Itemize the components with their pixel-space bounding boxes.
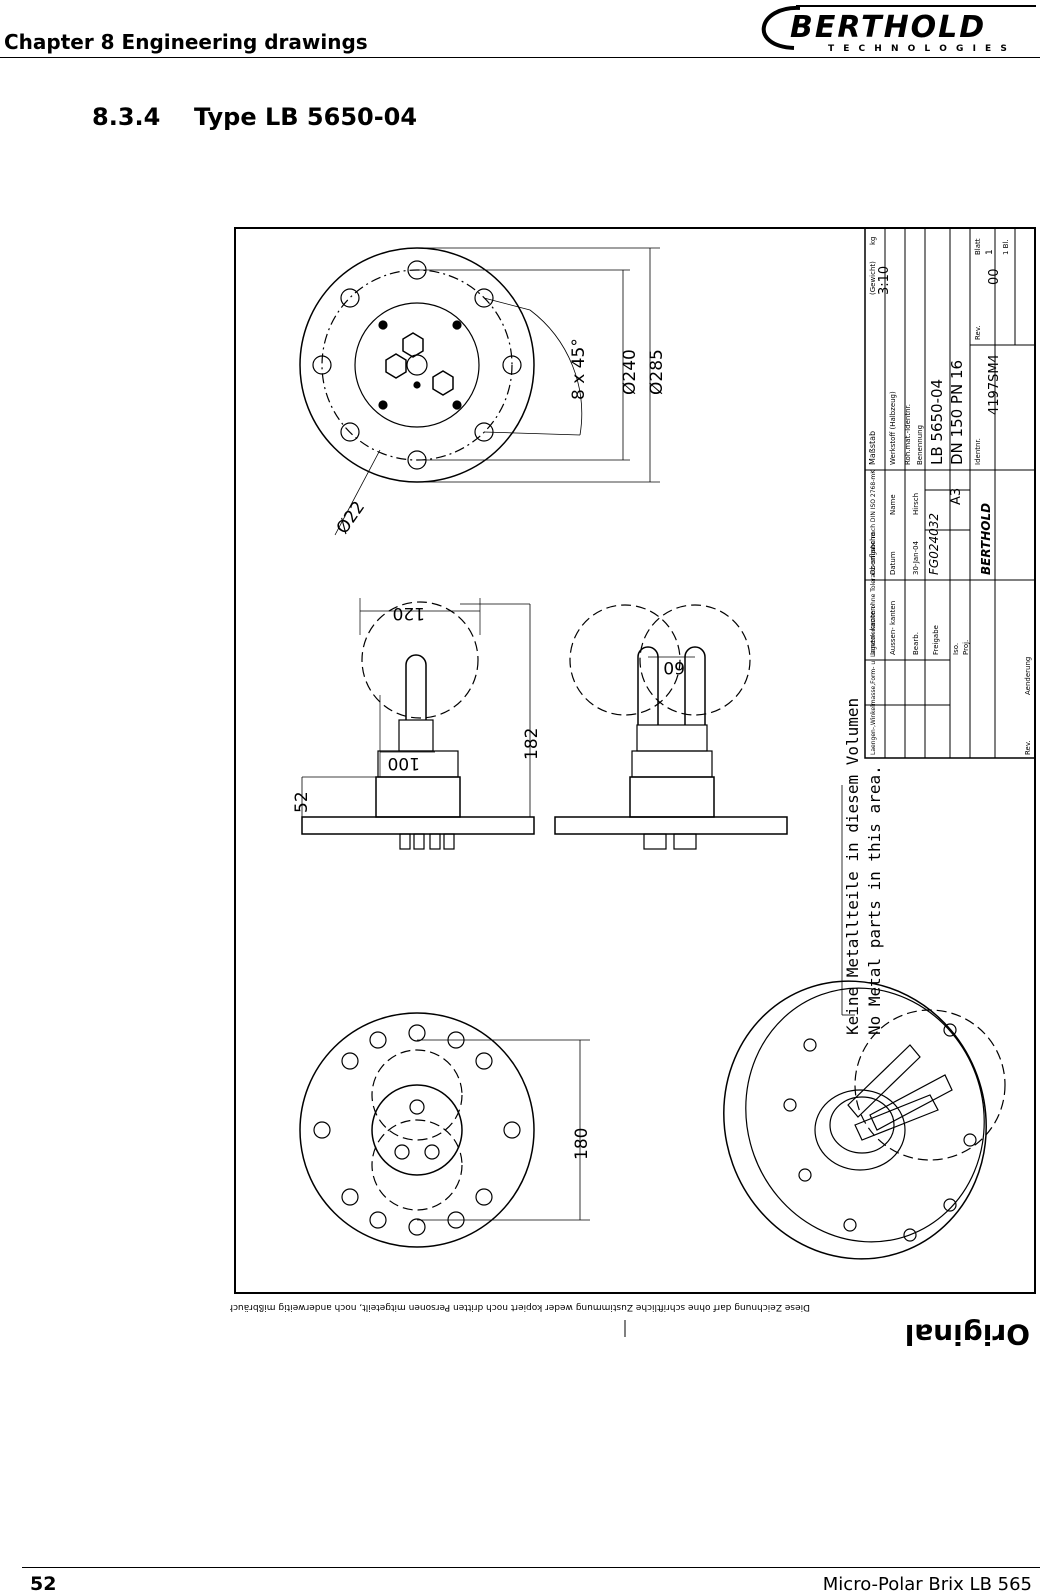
tb-drawn-label: Bearb. [912, 632, 920, 655]
dim-bolt-pattern: 8 x 45° [569, 338, 589, 400]
isometric-view [723, 980, 1006, 1260]
tb-flange: DN 150 PN 16 [948, 360, 966, 465]
logo-sub-text: T E C H N O L O G I E S [828, 44, 1010, 54]
section-title: Type LB 5650-04 [194, 103, 418, 131]
logo-main-text: BERTHOLD [790, 10, 986, 45]
tb-product: LB 5650-04 [928, 379, 946, 465]
dim-w120: 120 [393, 603, 425, 623]
tb-sheets: 1 Bl. [1002, 239, 1010, 255]
section-number: 8.3.4 [92, 103, 161, 131]
tb-iso-label: Iso. [952, 643, 960, 655]
tb-rev: 00 [987, 268, 1002, 285]
tb-drawn-name: Hirsch [912, 493, 920, 515]
copyright-note: Diese Zeichnung darf ohne schriftliche Z… [230, 1302, 810, 1312]
tb-tolerance-note: Laengen-,Winkelmasse,Form- u. Lagetolera… [870, 469, 877, 755]
note-german: Keine Metallteile in diesem Volumen [843, 698, 862, 1035]
bolt-holes-bottom [313, 1024, 521, 1236]
dim-d285: Ø285 [647, 349, 667, 395]
tb-scale: 3:10 [877, 266, 892, 295]
berthold-logo: BERTHOLD T E C H N O L O G I E S [761, 5, 1036, 54]
side-view-left: 120 100 182 52 [292, 598, 542, 850]
bolt-holes-top [312, 260, 522, 470]
tb-drawn-date: 30-Jan-04 [912, 540, 920, 575]
flange-bottom-view: 180 [299, 1012, 592, 1248]
footer-doc-title: Micro-Polar Brix LB 565 [822, 1574, 1032, 1595]
dim-w60: 60 [663, 657, 685, 677]
section-heading: 8.3.4 Type LB 5650-04 [92, 103, 417, 131]
tb-weight-unit: kg [869, 237, 877, 246]
dim-w100: 100 [388, 753, 420, 773]
tb-change-label: Aenderung [1024, 657, 1032, 695]
tb-weight-label: (Gewicht) [869, 261, 877, 295]
tb-release-label: Freigabe [932, 625, 940, 655]
tb-ident-label: Identnr. [974, 438, 982, 465]
tb-ident: 4197SM4 [987, 354, 1002, 415]
dim-d22: Ø22 [333, 498, 369, 538]
dim-d240: Ø240 [620, 349, 640, 395]
tb-inner-edges: Innen- kanten [869, 606, 877, 655]
tb-rev-col: Rev. [1024, 740, 1032, 755]
tb-outer-edges: Aussen- kanten [889, 601, 897, 655]
dim-h182: 182 [522, 728, 542, 760]
footer-rule [22, 1567, 1040, 1568]
tb-sheet: 1 [985, 249, 995, 255]
header-rule [0, 57, 1040, 58]
dim-h52: 52 [292, 791, 312, 813]
tb-proj-label: Proj. [962, 640, 970, 655]
tb-scale-label: Maßstab [868, 431, 877, 465]
dim-h180: 180 [572, 1128, 592, 1160]
page-header: Chapter 8 Engineering drawings BERTHOLD … [0, 0, 1040, 58]
chapter-title: Chapter 8 Engineering drawings [4, 30, 368, 54]
page-number: 52 [30, 1573, 57, 1595]
tb-rev-label: Rev. [974, 325, 982, 340]
note-english: No Metal parts in this area. [865, 765, 884, 1035]
tb-surface-label: Oberflanche [869, 532, 877, 575]
flange-top-view: Ø285 Ø240 8 x 45° Ø22 [299, 247, 667, 538]
drawing-border [234, 227, 1036, 1294]
tb-material-ident-label: Roh.mat.-Identnr. [904, 404, 912, 465]
side-view-right: 60 [554, 604, 788, 850]
tb-material-label: Werkstoff (Halbzeug) [889, 391, 897, 465]
tb-format: A3 [949, 488, 964, 505]
original-stamp: Original [905, 1318, 1030, 1351]
tb-name-label: Benennung [916, 425, 924, 465]
tb-company: BERTHOLD [979, 503, 993, 575]
tb-name-col: Name [889, 494, 897, 515]
title-block: Maßstab 3:10 (Gewicht) kg Werkstoff (Hal… [864, 227, 1036, 759]
tb-release-no: FG024032 [927, 513, 941, 575]
tb-sheet-label: Blatt [974, 238, 982, 255]
engineering-drawing: Ø285 Ø240 8 x 45° Ø22 120 100 182 52 [230, 227, 1036, 1351]
tb-date-label: Datum [889, 551, 897, 575]
